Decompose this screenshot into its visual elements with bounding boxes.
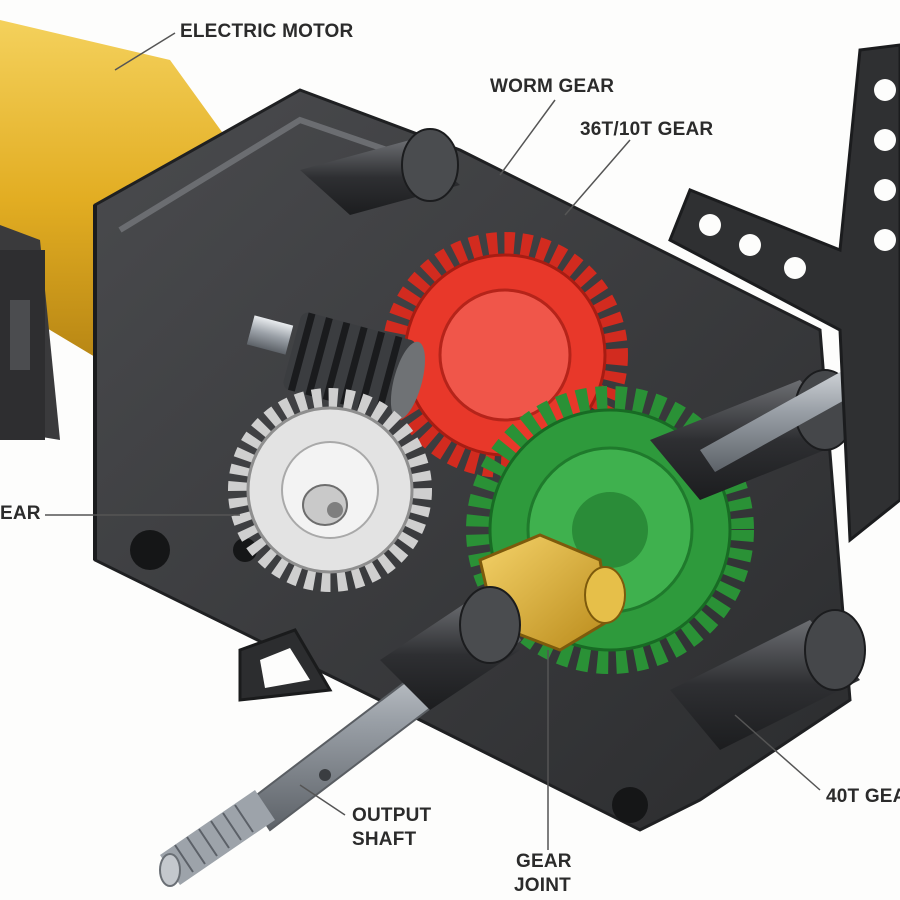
label-electric-motor: ELECTRIC MOTOR (180, 21, 354, 42)
label-small-gear-partial: EAR (0, 503, 41, 524)
gear-36t-10t (382, 232, 628, 478)
leader-36t-10t-gear (564, 139, 631, 216)
small-spur-gear (228, 388, 432, 592)
leader-electric-motor (114, 32, 176, 71)
label-worm-gear: WORM GEAR (490, 76, 615, 97)
label-40t-gear-partial: 40T GEA (826, 786, 900, 807)
label-gear-joint-line2: JOINT (514, 875, 571, 896)
upper-rod (300, 128, 460, 215)
leader-lines (45, 32, 821, 850)
label-output-shaft-line2: SHAFT (352, 829, 417, 850)
mounting-arm (668, 43, 900, 544)
leader-output-shaft (299, 784, 346, 816)
label-36t-10t-gear: 36T/10T GEAR (580, 119, 714, 140)
leader-40t-gear (734, 714, 821, 791)
label-gear-joint-line1: GEAR (516, 851, 572, 872)
leader-worm-gear (499, 99, 556, 176)
output-shaft (159, 586, 522, 887)
label-output-shaft-line1: OUTPUT (352, 805, 432, 826)
